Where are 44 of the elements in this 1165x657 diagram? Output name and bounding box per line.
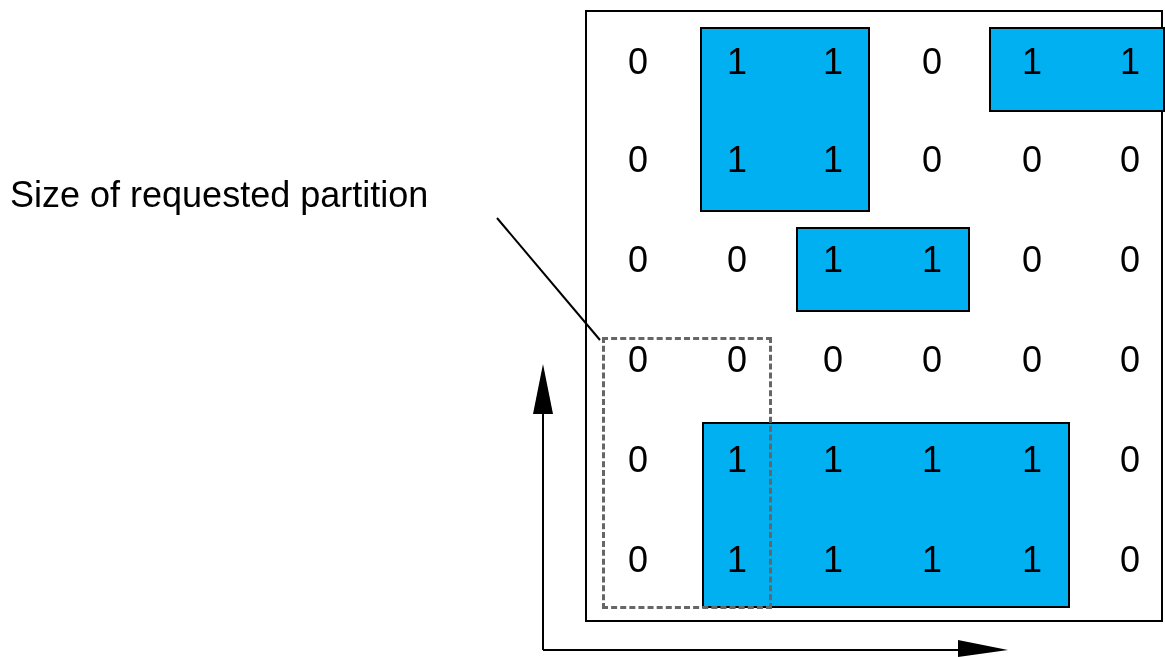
matrix-value: 1 [921,440,943,480]
matrix-value: 1 [726,540,748,580]
matrix-value: 1 [822,540,844,580]
matrix-value: 1 [1021,440,1043,480]
matrix-value: 1 [726,42,748,82]
matrix-value: 0 [726,340,748,380]
matrix-value: 1 [1021,540,1043,580]
matrix-value: 0 [627,140,649,180]
matrix-value: 0 [1021,340,1043,380]
matrix-frame [585,10,1163,622]
matrix-value: 0 [921,42,943,82]
matrix-value: 0 [627,240,649,280]
matrix-value: 0 [822,340,844,380]
allocated-block [989,27,1165,112]
matrix-value: 0 [1119,240,1141,280]
matrix-value: 0 [1119,340,1141,380]
matrix-value: 1 [822,240,844,280]
matrix-value: 0 [921,340,943,380]
matrix-value: 0 [921,140,943,180]
matrix-value: 1 [921,540,943,580]
matrix-value: 0 [726,240,748,280]
matrix-value: 1 [1119,42,1141,82]
matrix-value: 1 [726,140,748,180]
matrix-value: 1 [1021,42,1043,82]
matrix-value: 1 [726,440,748,480]
matrix-value: 0 [1021,240,1043,280]
matrix-value: 0 [1119,540,1141,580]
partition-caption: Size of requested partition [10,173,430,217]
matrix-value: 0 [627,42,649,82]
leader-line [496,217,601,341]
matrix-value: 0 [627,440,649,480]
matrix-value: 0 [1021,140,1043,180]
matrix-value: 0 [627,540,649,580]
matrix-value: 1 [921,240,943,280]
matrix-value: 0 [627,340,649,380]
matrix-value: 1 [822,440,844,480]
allocated-block [700,27,870,212]
matrix-value: 0 [1119,140,1141,180]
matrix-value: 1 [822,42,844,82]
allocated-block [702,422,1070,608]
matrix-value: 0 [1119,440,1141,480]
allocated-block [796,227,970,312]
partition-outline [602,337,772,609]
matrix-value: 1 [822,140,844,180]
